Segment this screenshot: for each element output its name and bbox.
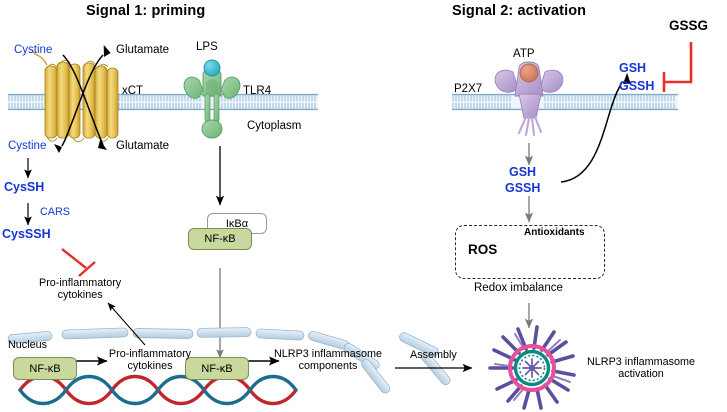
ikba-label: IκBα xyxy=(225,217,249,230)
p2x7-receptor-icon xyxy=(494,61,564,137)
glutamate-extracellular-label: Glutamate xyxy=(116,44,170,56)
redox-imbalance-box xyxy=(455,225,605,279)
glutamate-intracellular-label: Glutamate xyxy=(116,140,170,152)
panel-title-signal2: Signal 2: activation xyxy=(452,3,587,19)
inhibition-cysssh-to-cytokines xyxy=(61,248,96,277)
nucleus-label: Nucleus xyxy=(8,339,48,351)
gssg-label: GSSG xyxy=(669,18,709,33)
nlrp3-inflammasome-icon xyxy=(488,325,576,410)
proinflam-top-line1: Pro-inflammatory xyxy=(39,277,122,289)
ros-label: ROS xyxy=(468,242,498,257)
tlr4-label: TLR4 xyxy=(243,85,272,97)
membrane-signal2 xyxy=(452,93,678,111)
assembly-label: Assembly xyxy=(410,349,457,361)
nlrp3-comp-line1: NLRP3 inflammasome xyxy=(273,348,382,360)
cystine-extracellular-label: Cystine xyxy=(14,44,53,56)
proinflam-nuc-line1: Pro-inflammatory xyxy=(108,348,192,360)
nfkb-cytoplasm-box: NF-κB xyxy=(188,228,252,250)
xct-transporter-icon xyxy=(31,49,119,143)
activation-line1: NLRP3 inflammasome xyxy=(586,356,695,368)
proinflam-top-line2: cytokines xyxy=(57,288,103,301)
cysssh-label: CysSSH xyxy=(2,227,51,241)
panel-title-signal1: Signal 1: priming xyxy=(86,3,206,19)
lps-label: LPS xyxy=(196,41,218,53)
redox-imbalance-label: Redox imbalance xyxy=(474,282,563,294)
nucleus-envelope xyxy=(7,327,451,394)
inhibition-gssg xyxy=(662,42,693,92)
nlrp3-comp-line2: components xyxy=(298,359,358,372)
dna-helix xyxy=(18,374,298,406)
arrow-nuclear-cytokines-out xyxy=(107,302,146,346)
gssh-intracellular-label: GSSH xyxy=(505,181,541,195)
atp-label: ATP xyxy=(513,48,535,60)
xct-label: xCT xyxy=(122,85,144,97)
gssh-extracellular-label: GSSH xyxy=(619,79,655,93)
arrow-gsh-export xyxy=(560,72,631,183)
transport-arrows-signal1 xyxy=(54,44,111,153)
gsh-extracellular-label: GSH xyxy=(619,61,647,75)
nlrp3-activation-label: NLRP3 inflammasome activation xyxy=(581,356,701,380)
p2x7-label: P2X7 xyxy=(454,83,483,95)
nfkb-nucleus-label-1: NF-κB xyxy=(29,362,61,375)
cars-label: CARS xyxy=(40,206,70,218)
nfkb-nucleus-box-2: NF-κB xyxy=(185,357,249,380)
nfkb-cytoplasm-label: NF-κB xyxy=(204,233,236,245)
nfkb-nucleus-box-1: NF-κB xyxy=(13,357,77,380)
cytoplasm-label: Cytoplasm xyxy=(247,120,302,132)
gsh-intracellular-label: GSH xyxy=(509,165,537,179)
cystine-intracellular-label: Cystine xyxy=(8,140,47,152)
antioxidants-label: Antioxidants xyxy=(524,227,585,238)
activation-line2: activation xyxy=(618,367,664,380)
tlr4-receptor-icon xyxy=(183,59,241,139)
proinflam-nuc-line2: cytokines xyxy=(127,359,173,372)
cyssh-label: CysSH xyxy=(4,180,45,194)
proinflammatory-cytokines-label-nucleus: Pro-inflammatory cytokines xyxy=(101,348,199,372)
nlrp3-components-label: NLRP3 inflammasome components xyxy=(272,348,384,372)
nfkb-nucleus-label-2: NF-κB xyxy=(201,362,233,375)
proinflammatory-cytokines-label-top: Pro-inflammatory cytokines xyxy=(39,277,122,301)
